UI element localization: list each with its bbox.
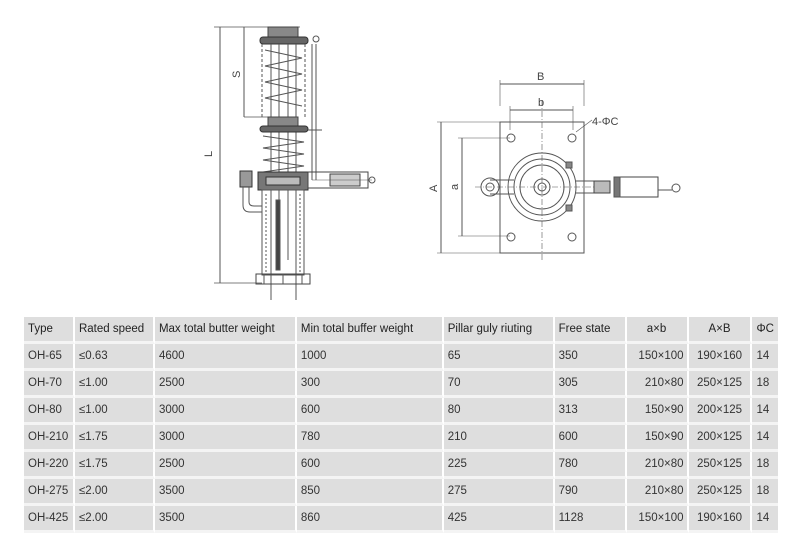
dimension-label-L: L (203, 151, 215, 157)
header-max-weight: Max total butter weight (154, 317, 297, 344)
cell-type: OH-70 (24, 371, 75, 398)
cell-min-weight: 850 (296, 479, 444, 506)
dimension-label-a: a (449, 183, 461, 190)
cell-max-weight: 3000 (154, 425, 297, 452)
cell-max-weight: 4600 (154, 344, 297, 371)
cell-pillar: 70 (443, 371, 555, 398)
cell-pillar: 425 (443, 506, 555, 533)
cell-axb: 210×80 (626, 371, 689, 398)
cell-free-state: 1128 (554, 506, 627, 533)
specification-table: Type Rated speed Max total butter weight… (24, 317, 778, 533)
cell-axb: 150×100 (626, 506, 689, 533)
cell-free-state: 305 (554, 371, 627, 398)
header-free-state: Free state (554, 317, 627, 344)
cell-min-weight: 1000 (296, 344, 444, 371)
cell-phiC: 14 (752, 506, 778, 533)
top-view-drawing: B b 4-ΦC A a (428, 71, 681, 260)
cell-rated-speed: ≤0.63 (74, 344, 155, 371)
dimension-label-S: S (231, 71, 243, 78)
cell-axb: 150×100 (626, 344, 689, 371)
table-row: OH-425 ≤2.00 3500 860 425 1128 150×100 1… (24, 506, 778, 533)
cell-AxB: 200×125 (688, 425, 753, 452)
table-row: OH-210 ≤1.75 3000 780 210 600 150×90 200… (24, 425, 778, 452)
header-rated-speed: Rated speed (74, 317, 155, 344)
cell-AxB: 190×160 (688, 506, 753, 533)
cell-free-state: 600 (554, 425, 627, 452)
cell-phiC: 14 (752, 344, 778, 371)
cell-axb: 210×80 (626, 479, 689, 506)
cell-free-state: 790 (554, 479, 627, 506)
cell-max-weight: 3500 (154, 479, 297, 506)
cell-pillar: 80 (443, 398, 555, 425)
cell-rated-speed: ≤2.00 (74, 506, 155, 533)
cell-type: OH-210 (24, 425, 75, 452)
cell-type: OH-220 (24, 452, 75, 479)
cell-free-state: 313 (554, 398, 627, 425)
cell-rated-speed: ≤1.75 (74, 452, 155, 479)
technical-drawing-area: L S (203, 26, 681, 300)
table-row: OH-65 ≤0.63 4600 1000 65 350 150×100 190… (24, 344, 778, 371)
cell-min-weight: 780 (296, 425, 444, 452)
cell-min-weight: 300 (296, 371, 444, 398)
cell-phiC: 14 (752, 425, 778, 452)
cell-max-weight: 2500 (154, 452, 297, 479)
cell-type: OH-65 (24, 344, 75, 371)
cell-rated-speed: ≤1.00 (74, 398, 155, 425)
cell-rated-speed: ≤1.00 (74, 371, 155, 398)
cell-pillar: 210 (443, 425, 555, 452)
cell-rated-speed: ≤1.75 (74, 425, 155, 452)
cell-AxB: 190×160 (688, 344, 753, 371)
dimension-label-b: b (538, 97, 544, 109)
header-type: Type (24, 317, 75, 344)
cell-min-weight: 600 (296, 452, 444, 479)
cell-pillar: 225 (443, 452, 555, 479)
cell-type: OH-425 (24, 506, 75, 533)
cell-phiC: 18 (752, 452, 778, 479)
dimension-label-A: A (428, 184, 440, 192)
buffer-drawings: L S (203, 26, 681, 300)
side-view-drawing: L S (203, 26, 376, 300)
table-row: OH-80 ≤1.00 3000 600 80 313 150×90 200×1… (24, 398, 778, 425)
cell-free-state: 780 (554, 452, 627, 479)
table-row: OH-220 ≤1.75 2500 600 225 780 210×80 250… (24, 452, 778, 479)
cell-phiC: 18 (752, 479, 778, 506)
dimension-label-B: B (537, 71, 544, 83)
cell-max-weight: 2500 (154, 371, 297, 398)
header-AxB: A×B (688, 317, 753, 344)
cell-type: OH-80 (24, 398, 75, 425)
cell-max-weight: 3500 (154, 506, 297, 533)
cell-type: OH-275 (24, 479, 75, 506)
header-phiC: ΦC (752, 317, 778, 344)
header-min-weight: Min total buffer weight (296, 317, 444, 344)
cell-phiC: 18 (752, 371, 778, 398)
cell-AxB: 250×125 (688, 479, 753, 506)
cell-AxB: 200×125 (688, 398, 753, 425)
header-axb: a×b (626, 317, 689, 344)
table-row: OH-70 ≤1.00 2500 300 70 305 210×80 250×1… (24, 371, 778, 398)
cell-AxB: 250×125 (688, 371, 753, 398)
cell-axb: 150×90 (626, 398, 689, 425)
header-pillar: Pillar guly riuting (443, 317, 555, 344)
dimension-label-holes: 4-ΦC (592, 116, 619, 128)
cell-phiC: 14 (752, 398, 778, 425)
cell-min-weight: 600 (296, 398, 444, 425)
cell-free-state: 350 (554, 344, 627, 371)
cell-axb: 210×80 (626, 452, 689, 479)
cell-min-weight: 860 (296, 506, 444, 533)
table-header-row: Type Rated speed Max total butter weight… (24, 317, 778, 344)
cell-pillar: 275 (443, 479, 555, 506)
cell-max-weight: 3000 (154, 398, 297, 425)
cell-axb: 150×90 (626, 425, 689, 452)
cell-AxB: 250×125 (688, 452, 753, 479)
cell-pillar: 65 (443, 344, 555, 371)
table-row: OH-275 ≤2.00 3500 850 275 790 210×80 250… (24, 479, 778, 506)
cell-rated-speed: ≤2.00 (74, 479, 155, 506)
